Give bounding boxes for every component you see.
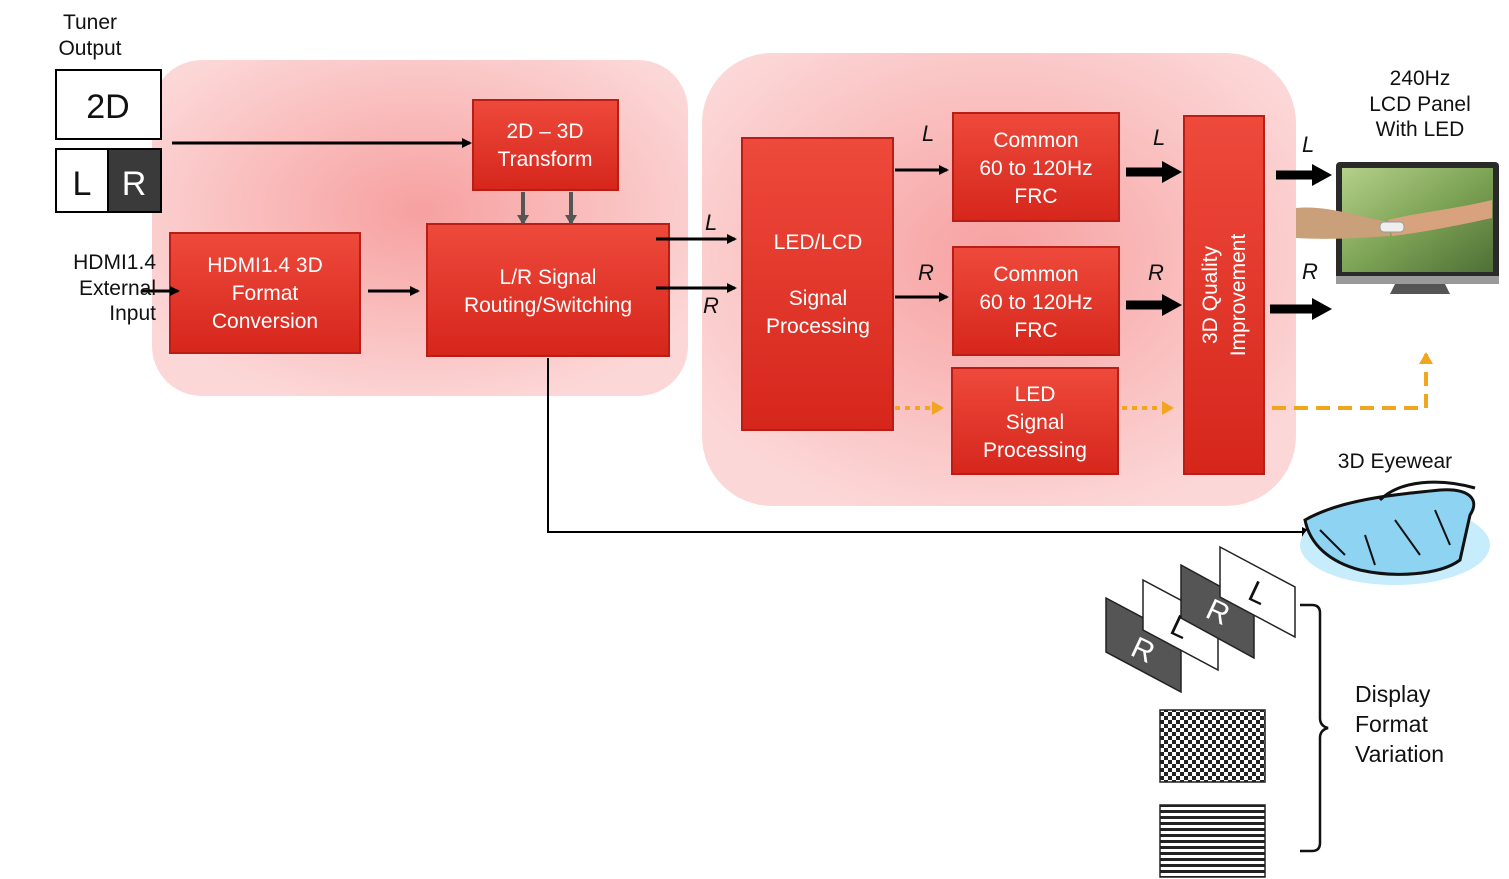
signal-label-l-3: L xyxy=(1153,125,1165,150)
box-right xyxy=(107,148,162,213)
box-2d xyxy=(55,69,162,140)
label-left-input: L xyxy=(73,165,92,203)
lcd-panel-icon xyxy=(1296,162,1499,294)
arrowhead-panel-right xyxy=(1312,298,1332,320)
eyewear-icon xyxy=(1300,480,1490,585)
signal-label-r-4: R xyxy=(1302,259,1318,284)
hdmi-input-label: HDMI1.4 External Input xyxy=(73,251,156,326)
panel-label: 240Hz LCD Panel With LED xyxy=(1369,67,1471,142)
signal-label-r-1: R xyxy=(703,293,719,318)
signal-label-l-2: L xyxy=(922,121,934,146)
line-interleaved-format xyxy=(1159,804,1266,878)
led-path-to-panel xyxy=(1272,352,1433,410)
arrowhead-frc-right xyxy=(1162,294,1182,316)
format-variation-label: Display Format Variation xyxy=(1355,681,1445,767)
stacked-frames-icon: R L R L xyxy=(1105,545,1296,694)
eyewear-label: 3D Eyewear xyxy=(1337,450,1453,473)
label-right-input: R xyxy=(122,165,147,203)
format-bracket xyxy=(1300,603,1329,853)
eyewear-sync-line xyxy=(547,358,1312,537)
label-2d: 2D xyxy=(86,88,129,126)
signal-label-r-2: R xyxy=(918,260,934,285)
arrowhead-panel-left xyxy=(1312,164,1332,186)
checkerboard-format xyxy=(1159,709,1266,783)
tuner-output-label: Tuner Output xyxy=(58,11,122,60)
signal-label-r-3: R xyxy=(1148,260,1164,285)
signal-label-l-1: L xyxy=(705,210,717,235)
signal-label-l-4: L xyxy=(1302,132,1314,157)
arrowhead-frc-left xyxy=(1162,161,1182,183)
